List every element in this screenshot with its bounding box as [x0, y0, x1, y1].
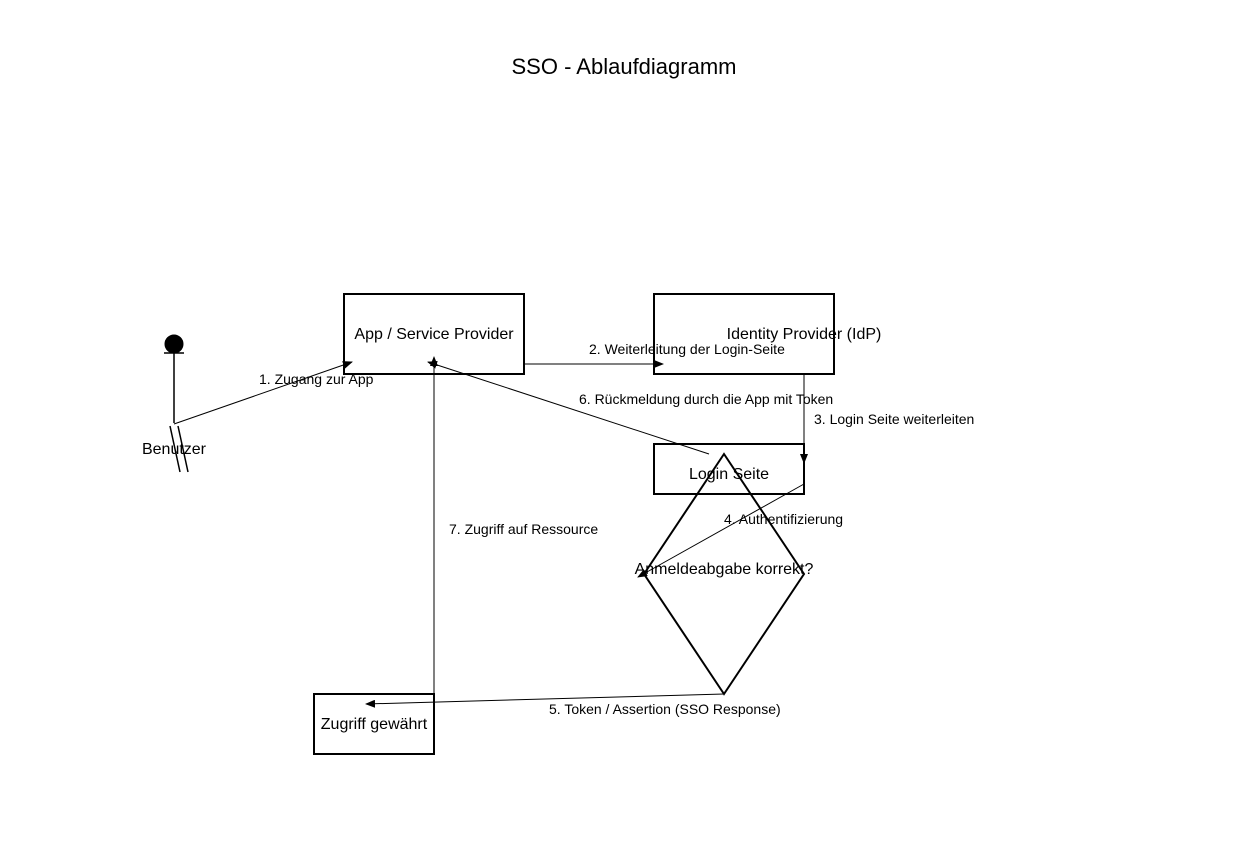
edge-7: 7. Zugriff auf Ressource: [430, 356, 598, 694]
edge-6: 6. Rückmeldung durch die App mit Token: [427, 360, 833, 455]
node-idp-box: [653, 293, 835, 375]
edge-5: 5. Token / Assertion (SSO Response): [365, 693, 781, 717]
edge-4: 4. Authentifizierung: [637, 483, 843, 578]
edge-4-line: [637, 483, 805, 578]
actor-user: Benutzer: [142, 334, 207, 473]
actor-leg-right: [177, 425, 189, 473]
edge-7-label: 7. Zugriff auf Ressource: [449, 521, 598, 537]
node-login-page[interactable]: Login Seite: [653, 443, 805, 495]
node-app-label: App / Service Provider: [354, 326, 514, 343]
edge-1: 1. Zugang zur App: [173, 361, 374, 425]
edge-4-label: 4. Authentifizierung: [724, 511, 843, 527]
node-login-label: Login Seite: [689, 466, 769, 483]
edge-2-label: 2. Weiterleitung der Login-Seite: [589, 341, 785, 357]
node-access-label: Zugriff gewährt: [321, 716, 428, 733]
node-decision-label: Anmeldeabgabe korrekt?: [635, 561, 814, 578]
edge-3: 3. Login Seite weiterleiten: [800, 374, 974, 464]
edge-1-label: 1. Zugang zur App: [259, 371, 374, 387]
node-identity-provider[interactable]: Identity Provider (IdP): [653, 293, 882, 375]
edge-3-label: 3. Login Seite weiterleiten: [814, 411, 974, 427]
edge-5-line: [365, 693, 725, 708]
diagram-title: SSO - Ablaufdiagramm: [512, 54, 737, 79]
edge-2: 2. Weiterleitung der Login-Seite: [524, 341, 785, 368]
edge-1-line: [173, 361, 353, 425]
node-login-box: [653, 443, 805, 495]
edge-6-label: 6. Rückmeldung durch die App mit Token: [579, 391, 833, 407]
node-idp-label: Identity Provider (IdP): [727, 326, 882, 343]
actor-label: Benutzer: [142, 441, 207, 458]
edge-6-line: [427, 360, 710, 455]
actor-head: [164, 334, 184, 354]
edge-5-label: 5. Token / Assertion (SSO Response): [549, 701, 781, 717]
actor-leg-left: [169, 425, 181, 473]
